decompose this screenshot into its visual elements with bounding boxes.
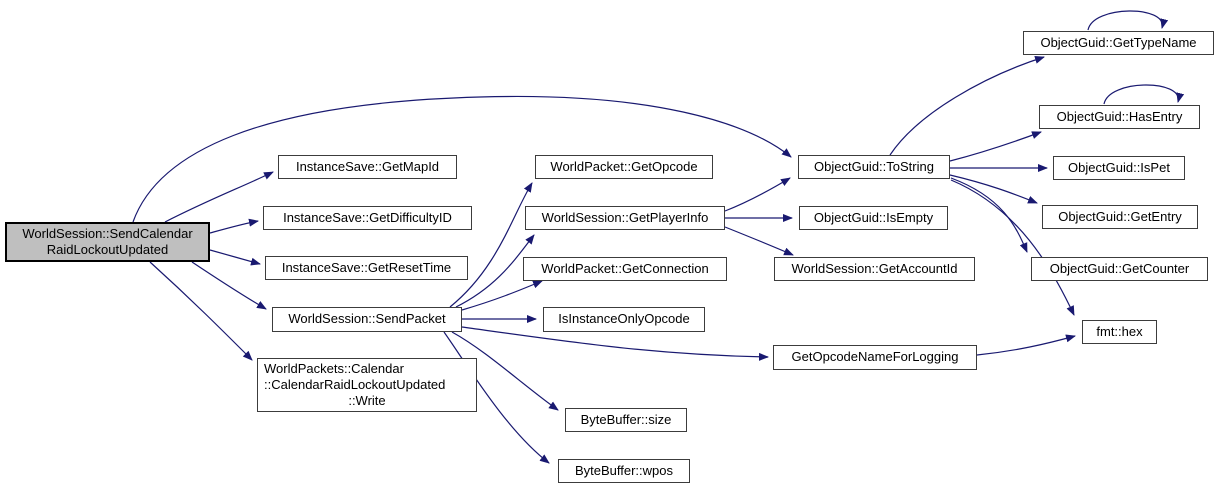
node-label: IsInstanceOnlyOpcode (558, 311, 690, 327)
node-label: ObjectGuid::IsEmpty (813, 209, 934, 225)
node-bytebuffer-wpos[interactable]: ByteBuffer::wpos (558, 459, 690, 483)
edge-main-to-getmapid (164, 171, 274, 223)
node-isinstanceonlyopcode[interactable]: IsInstanceOnlyOpcode (543, 307, 705, 332)
node-bytebuffer-size[interactable]: ByteBuffer::size (565, 408, 687, 432)
edge-getplayerinfo-to-getaccountid (724, 226, 794, 256)
node-label: WorldSession::SendCalendar RaidLockoutUp… (22, 225, 193, 257)
node-getopcodenameforlogging[interactable]: GetOpcodeNameForLogging (773, 345, 977, 370)
edge-sendpacket-to-getopcode (449, 182, 533, 308)
node-label: ObjectGuid::GetTypeName (1040, 34, 1197, 50)
edge-main-to-getresettime (209, 249, 261, 266)
node-label: InstanceSave::GetResetTime (281, 259, 452, 275)
node-label: ObjectGuid::GetCounter (1049, 260, 1190, 276)
edge-main-to-getdifficultyid (209, 218, 259, 234)
node-label: fmt::hex (1096, 323, 1143, 339)
node-label-line: ::CalendarRaidLockoutUpdated (264, 376, 446, 392)
node-worldsession-sendcalendarraidlockoutupdated[interactable]: WorldSession::SendCalendar RaidLockoutUp… (5, 222, 210, 262)
node-label: WorldSession::GetAccountId (791, 260, 958, 276)
edge-getplayerinfo-to-tostring (724, 177, 791, 212)
node-label: WorldPacket::GetOpcode (550, 158, 698, 174)
edge-tostring-to-hasentry (949, 131, 1042, 162)
edge-getopcodenameforlogging-to-fmt-hex (976, 334, 1076, 356)
node-objectguid-gettypename[interactable]: ObjectGuid::GetTypeName (1023, 31, 1214, 55)
node-label: ByteBuffer::wpos (574, 462, 674, 478)
edge-sendpacket-to-bytebuffer-size (451, 331, 559, 411)
edge-tostring-to-getentry (949, 174, 1038, 204)
node-label: WorldSession::GetPlayerInfo (541, 209, 709, 225)
node-objectguid-tostring[interactable]: ObjectGuid::ToString (798, 155, 950, 179)
node-label: InstanceSave::GetDifficultyID (283, 209, 452, 225)
node-label: WorldSession::SendPacket (288, 311, 446, 327)
node-label: ObjectGuid::GetEntry (1058, 208, 1182, 224)
edge-tostring-to-getcounter (950, 177, 1028, 253)
node-label: WorldPacket::GetConnection (541, 260, 709, 276)
node-label: GetOpcodeNameForLogging (791, 349, 959, 365)
edge-tostring-to-fmt-hex (950, 179, 1075, 316)
node-worldpacket-getconnection[interactable]: WorldPacket::GetConnection (523, 257, 727, 281)
edge-main-to-sendpacket (191, 261, 267, 310)
node-instancesave-getresettime[interactable]: InstanceSave::GetResetTime (265, 256, 468, 280)
node-objectguid-getcounter[interactable]: ObjectGuid::GetCounter (1031, 257, 1208, 281)
node-objectguid-ispet[interactable]: ObjectGuid::IsPet (1053, 156, 1185, 180)
edge-sendpacket-to-bytebuffer-wpos (443, 331, 550, 464)
node-label-line: ::Write (348, 393, 386, 409)
node-objectguid-getentry[interactable]: ObjectGuid::GetEntry (1042, 205, 1198, 229)
edge-gettypename-self-loop (1087, 10, 1169, 31)
edge-tostring-to-gettypename (889, 55, 1045, 156)
edge-hasentry-self-loop (1103, 84, 1185, 105)
node-objectguid-isempty[interactable]: ObjectGuid::IsEmpty (799, 206, 948, 230)
node-fmt-hex[interactable]: fmt::hex (1082, 320, 1157, 344)
node-label: ObjectGuid::ToString (814, 158, 934, 174)
node-worldsession-getplayerinfo[interactable]: WorldSession::GetPlayerInfo (525, 206, 725, 230)
node-label-line: WorldPackets::Calendar (264, 360, 404, 376)
edge-main-to-write (149, 261, 253, 361)
node-instancesave-getmapid[interactable]: InstanceSave::GetMapId (278, 155, 457, 179)
node-label: ObjectGuid::HasEntry (1056, 108, 1183, 124)
node-worldsession-sendpacket[interactable]: WorldSession::SendPacket (272, 307, 462, 332)
node-label: InstanceSave::GetMapId (295, 158, 440, 174)
node-worldpackets-calendar-calendarraidlockoutupdated-write[interactable]: WorldPackets::Calendar ::CalendarRaidLoc… (257, 358, 477, 412)
edge-main-to-tostring (132, 95, 792, 223)
edge-sendpacket-to-getconnection (461, 280, 543, 311)
node-worldsession-getaccountid[interactable]: WorldSession::GetAccountId (774, 257, 975, 281)
node-label: ByteBuffer::size (580, 411, 672, 427)
node-objectguid-hasentry[interactable]: ObjectGuid::HasEntry (1039, 105, 1200, 129)
edge-sendpacket-to-getplayerinfo (455, 234, 535, 308)
edge-sendpacket-to-getopcodenameforlogging (461, 326, 769, 361)
node-instancesave-getdifficultyid[interactable]: InstanceSave::GetDifficultyID (263, 206, 472, 230)
node-label: ObjectGuid::IsPet (1068, 159, 1170, 175)
node-worldpacket-getopcode[interactable]: WorldPacket::GetOpcode (535, 155, 713, 179)
